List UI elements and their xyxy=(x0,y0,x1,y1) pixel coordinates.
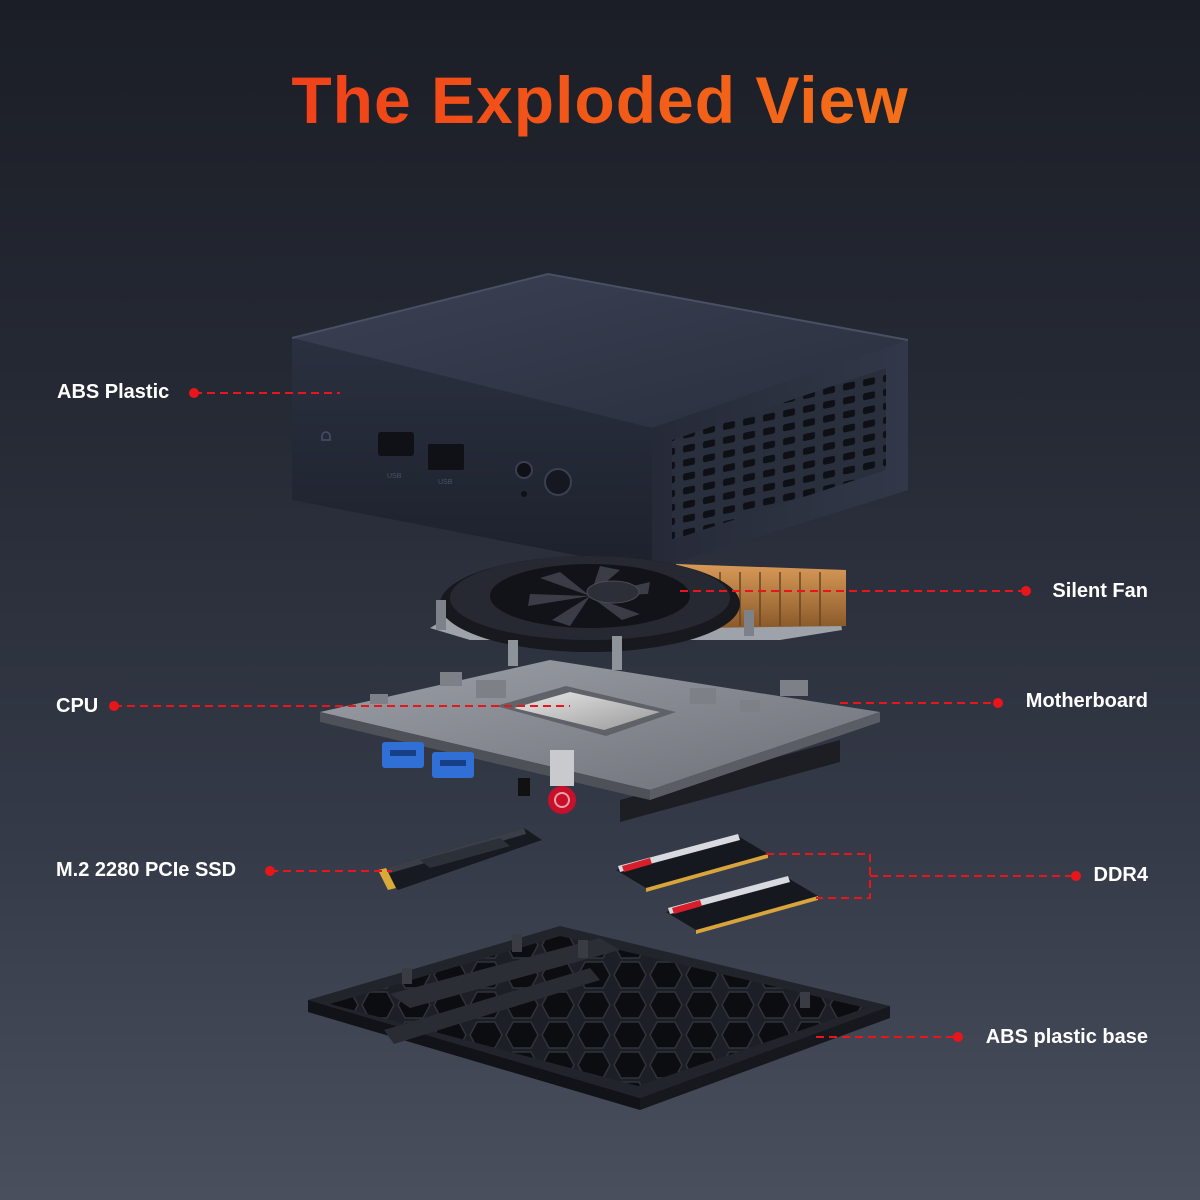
label-abs-plastic: ABS Plastic xyxy=(57,381,170,403)
callout-dot xyxy=(109,701,119,711)
ddr4-stick-lower xyxy=(666,876,818,934)
m2-ssd xyxy=(378,828,542,890)
page-title: The Exploded View xyxy=(0,62,1200,138)
audio-jack-icon xyxy=(515,461,533,479)
callout-dot xyxy=(265,866,275,876)
callout-dot xyxy=(1021,586,1031,596)
callout-dot xyxy=(189,388,199,398)
leader-ddr4 xyxy=(766,853,1076,899)
callout-dot xyxy=(993,698,1003,708)
power-button-icon xyxy=(544,468,572,496)
label-ddr4: DDR4 xyxy=(1093,864,1148,886)
lock-slot-icon xyxy=(321,431,331,441)
motherboard xyxy=(320,660,880,822)
ddr4-stick-upper xyxy=(616,834,768,892)
callout-dot xyxy=(1071,871,1081,881)
label-abs-plastic-base: ABS plastic base xyxy=(985,1026,1148,1048)
silent-fan xyxy=(430,556,846,670)
usb-c-port-icon xyxy=(378,432,414,456)
label-ssd: M.2 2280 PCIe SSD xyxy=(56,859,237,881)
cpu-chip xyxy=(514,692,660,730)
label-motherboard: Motherboard xyxy=(1025,690,1148,712)
power-button-icon xyxy=(548,786,576,814)
label-cpu: CPU xyxy=(56,695,99,717)
callout-dot xyxy=(953,1032,963,1042)
usb-a-port-icon xyxy=(428,444,464,470)
top-case: USB USB xyxy=(291,272,909,570)
abs-plastic-base xyxy=(308,926,890,1110)
usb-c-port-label: USB xyxy=(387,473,402,480)
label-silent-fan: Silent Fan xyxy=(1052,580,1148,602)
usb-a-port-label: USB xyxy=(438,479,453,486)
